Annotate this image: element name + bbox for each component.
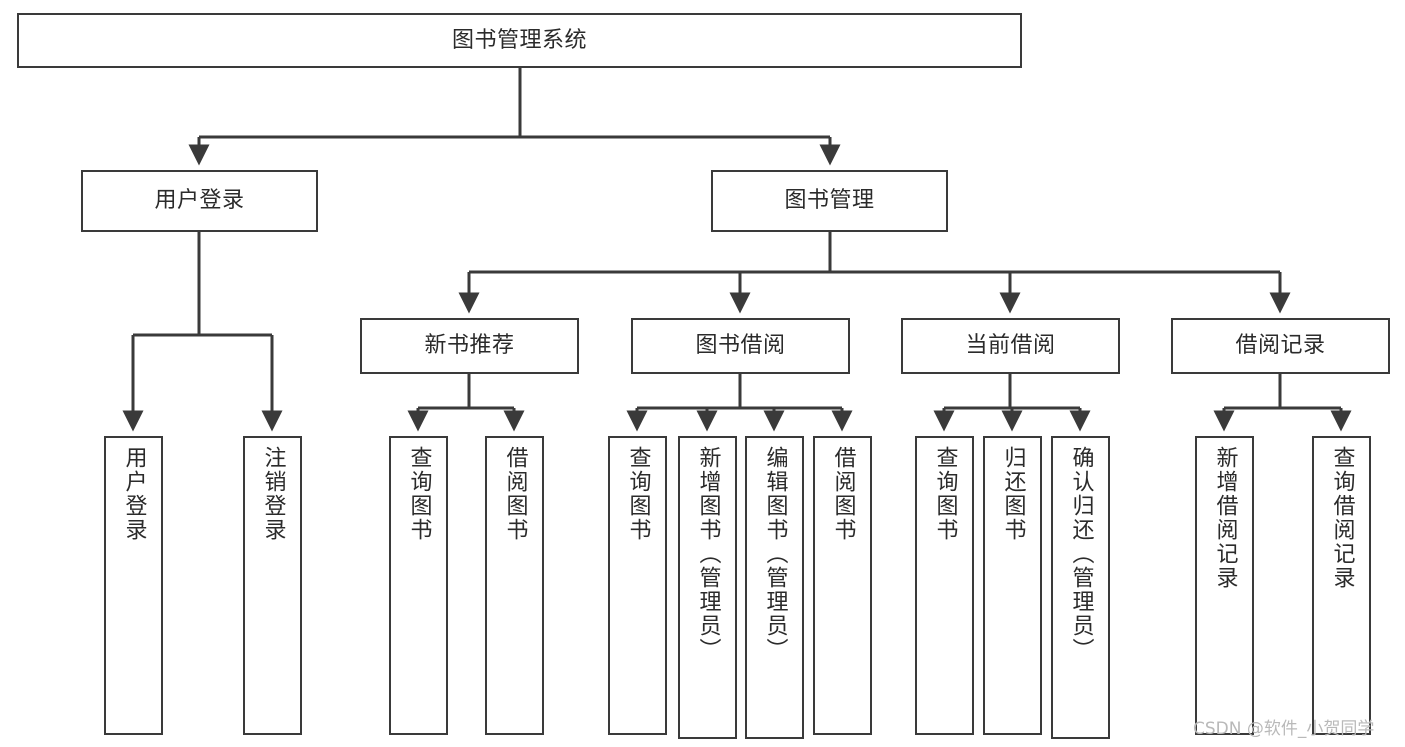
node-current-borrowing[interactable]: 当前借阅: [901, 318, 1120, 374]
node-label: 查询图书: [625, 446, 651, 542]
node-label: 查询图书: [406, 446, 432, 542]
node-label: 图书管理系统: [451, 27, 587, 53]
node-label: 新增借阅记录: [1212, 446, 1238, 590]
leaf-confirm-return-admin[interactable]: 确认归还（管理员）: [1051, 436, 1110, 739]
leaf-edit-book-admin[interactable]: 编辑图书（管理员）: [745, 436, 804, 739]
node-label: 用户登录: [154, 188, 245, 214]
node-label: 借阅图书: [830, 446, 856, 542]
node-label: 注销登录: [260, 446, 286, 542]
leaf-borrow-books-borrowing[interactable]: 借阅图书: [813, 436, 872, 735]
node-label: 编辑图书（管理员）: [762, 446, 788, 662]
node-book-borrowing[interactable]: 图书借阅: [631, 318, 850, 374]
node-label: 新书推荐: [424, 333, 515, 359]
node-label: 查询图书: [932, 446, 958, 542]
node-new-book-recommendation[interactable]: 新书推荐: [360, 318, 579, 374]
leaf-add-borrow-record[interactable]: 新增借阅记录: [1195, 436, 1254, 735]
leaf-query-books-current[interactable]: 查询图书: [915, 436, 974, 735]
node-label: 借阅图书: [502, 446, 528, 542]
node-book-management[interactable]: 图书管理: [711, 170, 948, 232]
leaf-logout[interactable]: 注销登录: [243, 436, 302, 735]
leaf-add-book-admin[interactable]: 新增图书（管理员）: [678, 436, 737, 739]
node-label: 借阅记录: [1235, 333, 1326, 359]
leaf-borrow-books-recommendation[interactable]: 借阅图书: [485, 436, 544, 735]
leaf-query-books-recommendation[interactable]: 查询图书: [389, 436, 448, 735]
node-label: 查询借阅记录: [1329, 446, 1355, 590]
node-label: 当前借阅: [965, 333, 1056, 359]
leaf-query-borrow-record[interactable]: 查询借阅记录: [1312, 436, 1371, 735]
node-label: 图书管理: [784, 188, 875, 214]
node-user-login[interactable]: 用户登录: [81, 170, 318, 232]
node-label: 新增图书（管理员）: [695, 446, 721, 662]
node-borrowing-records[interactable]: 借阅记录: [1171, 318, 1390, 374]
leaf-return-books[interactable]: 归还图书: [983, 436, 1042, 735]
node-label: 确认归还（管理员）: [1068, 446, 1094, 662]
node-label: 图书借阅: [695, 333, 786, 359]
leaf-query-books-borrowing[interactable]: 查询图书: [608, 436, 667, 735]
node-root-book-management-system[interactable]: 图书管理系统: [17, 13, 1022, 68]
node-label: 用户登录: [121, 446, 147, 542]
leaf-user-login[interactable]: 用户登录: [104, 436, 163, 735]
watermark-csdn: CSDN @软件_小贺同学: [1193, 719, 1375, 739]
node-label: 归还图书: [1000, 446, 1026, 542]
